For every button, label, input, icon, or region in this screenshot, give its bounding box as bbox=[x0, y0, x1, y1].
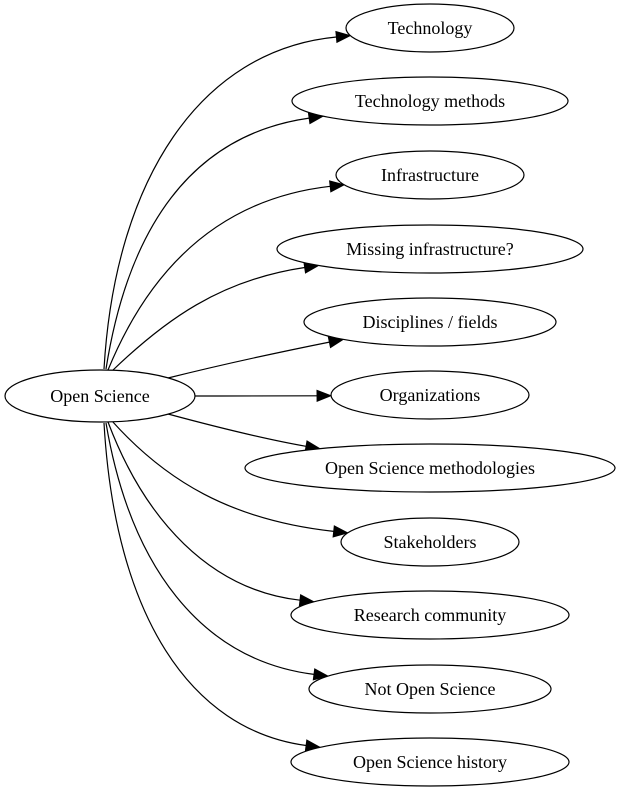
edge-to-missing-infrastructure bbox=[111, 266, 305, 372]
node-label: Open Science history bbox=[353, 752, 507, 772]
edge-to-not-open-science bbox=[105, 422, 315, 675]
node-disciplines-fields: Disciplines / fields bbox=[303, 297, 557, 347]
edge-to-stakeholders bbox=[111, 420, 334, 532]
node-label: Disciplines / fields bbox=[363, 312, 498, 332]
node-label: Technology bbox=[388, 18, 473, 38]
node-label: Infrastructure bbox=[381, 165, 479, 185]
node-organizations: Organizations bbox=[330, 370, 530, 420]
node-shape bbox=[335, 150, 525, 200]
node-label: Missing infrastructure? bbox=[346, 239, 513, 259]
node-label: Technology methods bbox=[355, 91, 505, 111]
edge-to-open-science-history bbox=[103, 422, 307, 747]
arrowhead-icon bbox=[312, 668, 330, 681]
edge-to-technology bbox=[103, 36, 337, 370]
arrowhead-icon bbox=[335, 30, 352, 44]
edge-to-research-community bbox=[107, 421, 301, 601]
edge-to-open-science-methodologies bbox=[167, 413, 307, 447]
edge-to-technology-methods bbox=[105, 117, 310, 370]
node-shape bbox=[291, 76, 569, 126]
node-shape bbox=[303, 297, 557, 347]
node-not-open-science: Not Open Science bbox=[308, 664, 552, 714]
node-label: Open Science methodologies bbox=[325, 458, 535, 478]
arrowhead-icon bbox=[329, 180, 346, 193]
root-node-open-science: Open Science bbox=[4, 369, 196, 423]
node-label: Research community bbox=[354, 605, 506, 625]
node-label: Not Open Science bbox=[365, 679, 496, 699]
node-missing-infrastructure: Missing infrastructure? bbox=[276, 224, 584, 274]
node-shape bbox=[330, 370, 530, 420]
node-label: Stakeholders bbox=[384, 532, 477, 552]
arrowhead-icon bbox=[332, 525, 349, 538]
node-shape bbox=[340, 517, 520, 567]
node-technology-methods: Technology methods bbox=[291, 76, 569, 126]
node-technology: Technology bbox=[345, 3, 515, 53]
node-shape bbox=[290, 737, 570, 787]
node-shape bbox=[308, 664, 552, 714]
node-open-science-history: Open Science history bbox=[290, 737, 570, 787]
node-infrastructure: Infrastructure bbox=[335, 150, 525, 200]
node-label: Organizations bbox=[380, 385, 481, 405]
node-shape bbox=[345, 3, 515, 53]
node-shape bbox=[244, 443, 616, 493]
node-shape bbox=[290, 590, 570, 640]
node-shape bbox=[276, 224, 584, 274]
arrowhead-icon bbox=[316, 389, 333, 403]
node-open-science-methodologies: Open Science methodologies bbox=[244, 443, 616, 493]
root-node-shape bbox=[4, 369, 196, 423]
root-node-label: Open Science bbox=[50, 386, 149, 406]
edge-to-disciplines-fields bbox=[167, 341, 330, 379]
node-research-community: Research community bbox=[290, 590, 570, 640]
node-stakeholders: Stakeholders bbox=[340, 517, 520, 567]
edge-to-infrastructure bbox=[107, 185, 331, 371]
